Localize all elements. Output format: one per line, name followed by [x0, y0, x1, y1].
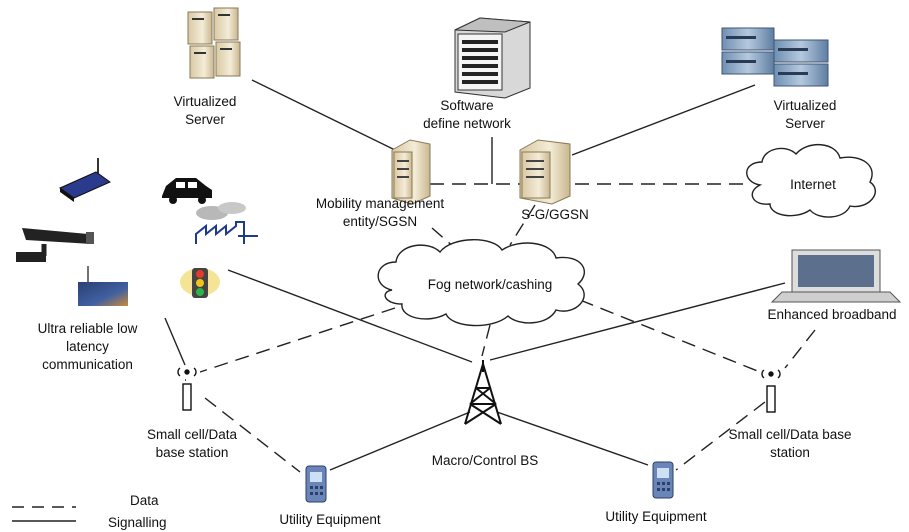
line-devices-macro [227, 269, 473, 363]
line-broadband-macro [489, 282, 786, 361]
line-server-right-sgw [571, 84, 756, 156]
label-ue-right: Utility Equipment [605, 509, 707, 524]
virtualized-server-left-icon [187, 7, 241, 79]
sdn-server-icon [454, 17, 531, 99]
small-cell-right-icon [761, 369, 781, 413]
label-urllc-line1: Ultra reliable low [37, 321, 138, 336]
dash-fog-smallcell-right [579, 299, 761, 373]
label-server-left: Virtualized Server [160, 93, 250, 129]
label-small-cell-right-line1: Small cell/Data base [728, 427, 852, 442]
phone-right-icon [652, 461, 674, 499]
laptop-icon [770, 249, 902, 303]
line-macro-ue-left [329, 411, 471, 471]
label-internet: Internet [790, 177, 836, 192]
factory-icon [195, 202, 258, 244]
traffic-light-icon [180, 268, 220, 298]
label-sgw: S-G/GGSN [521, 207, 589, 222]
line-urllc-smallcell [164, 317, 186, 366]
label-small-cell-right-line2: station [770, 445, 810, 460]
label-small-cell-left: Small cell/Data base station [128, 426, 256, 462]
dash-smallcell-right-ue [675, 401, 766, 471]
label-urllc-line3: communication [42, 357, 133, 372]
dash-broadband-smallcell [784, 329, 816, 369]
virtualized-server-right-icon [721, 27, 829, 87]
label-sdn-line1: Software [440, 98, 494, 113]
phone-left-icon [305, 465, 327, 503]
label-urllc: Ultra reliable low latency communication [20, 320, 155, 374]
line-server-left-mme [251, 79, 396, 151]
legend-data-label: Data [130, 493, 159, 508]
label-macro: Macro/Control BS [431, 453, 539, 468]
label-mme-line2: entity/SGSN [342, 214, 418, 229]
label-small-cell-left-line2: base station [155, 445, 229, 460]
dash-sgw-fog [509, 204, 536, 246]
solar-panel-icon [78, 266, 128, 306]
label-ue-left: Utility Equipment [279, 512, 381, 527]
label-server-right-line2: Server [785, 116, 825, 131]
legend-signalling-label: Signalling [108, 515, 167, 530]
dash-fog-smallcell-left [199, 307, 396, 373]
data-lines [185, 183, 816, 473]
label-sdn-line2: define network [423, 116, 511, 131]
dash-smallcell-left-ue [204, 397, 301, 473]
camera-icon [16, 228, 94, 262]
line-macro-ue-right [496, 411, 649, 466]
label-broadband: Enhanced broadband [767, 307, 897, 322]
router-icon [58, 158, 112, 202]
label-mme: Mobility management entity/SGSN [300, 195, 460, 231]
macro-tower-icon [464, 360, 502, 425]
label-urllc-line2: latency [66, 339, 109, 354]
label-sdn: Software define network [402, 97, 532, 133]
small-cell-left-icon [177, 367, 197, 411]
label-server-right-line1: Virtualized [773, 98, 837, 113]
label-small-cell-left-line1: Small cell/Data [146, 427, 238, 442]
mme-server-icon [391, 139, 431, 205]
label-server-left-line2: Server [185, 112, 225, 127]
label-server-left-line1: Virtualized [173, 94, 237, 109]
label-small-cell-right: Small cell/Data base station [715, 426, 865, 462]
fog-cloud [377, 239, 585, 327]
sgw-server-icon [519, 139, 571, 205]
label-server-right: Virtualized Server [760, 97, 850, 133]
label-mme-line1: Mobility management [315, 196, 445, 211]
signalling-lines [164, 79, 786, 471]
dash-fog-macro [481, 324, 491, 357]
internet-cloud [746, 144, 877, 218]
label-fog: Fog network/cashing [427, 277, 553, 292]
car-icon [162, 178, 212, 204]
